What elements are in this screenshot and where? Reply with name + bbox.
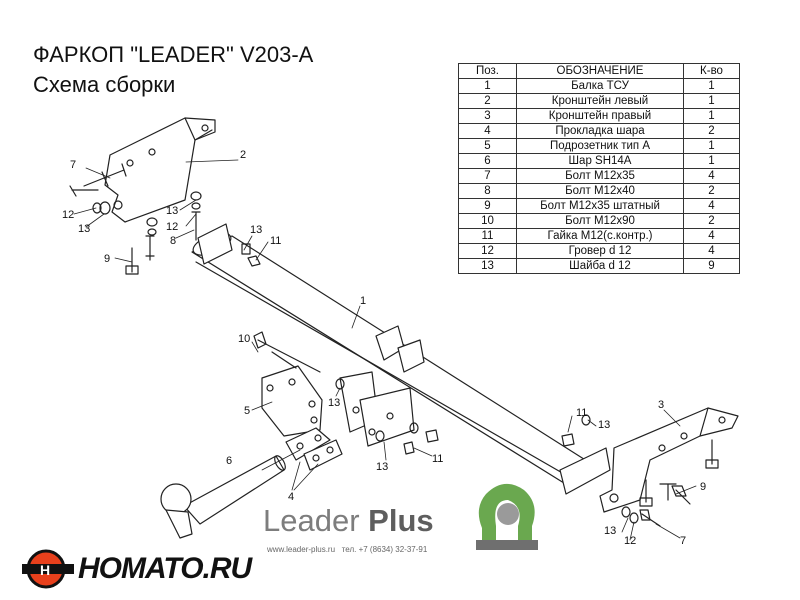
callout-13: 13	[328, 397, 340, 409]
left-bracket	[104, 117, 216, 223]
callout-11: 11	[432, 453, 443, 465]
brand-name: Leader Plus	[263, 503, 434, 539]
right-bracket	[599, 407, 739, 513]
cell-name: Болт М12х35 штатный	[516, 198, 684, 214]
homato-watermark: HOMATO.RU	[78, 552, 252, 585]
callout-2: 2	[240, 149, 246, 161]
brand-website: www.leader-plus.ru	[267, 545, 336, 554]
callout-9: 9	[104, 253, 110, 265]
diagram-title: ФАРКОП "LEADER" V203-A Схема сборки	[33, 40, 313, 100]
callout-13: 13	[166, 205, 178, 217]
brand-name-bold: Plus	[368, 503, 434, 538]
callout-12: 12	[166, 221, 178, 233]
tow-beam	[191, 223, 611, 495]
fasteners	[69, 163, 719, 527]
svg-text:H: H	[40, 562, 50, 578]
cell-name: Болт М12х90	[516, 213, 684, 229]
cell-name: Подрозетник тип А	[516, 138, 684, 154]
callout-3: 3	[658, 399, 664, 411]
header-pos: Поз.	[458, 63, 517, 79]
leader-plus-logo-mark	[476, 483, 538, 550]
brand-name-light: Leader	[263, 503, 360, 538]
cell-qty: 9	[683, 258, 740, 274]
callout-13: 13	[604, 525, 616, 537]
callout-7: 7	[70, 159, 76, 171]
title-line-1: ФАРКОП "LEADER" V203-A	[33, 42, 314, 67]
callout-1: 1	[360, 295, 366, 307]
brand-phone: тел. +7 (8634) 32-37-91	[341, 545, 428, 554]
brand-contact: www.leader-plus.ru тел. +7 (8634) 32-37-…	[267, 545, 427, 554]
center-brackets	[339, 325, 425, 447]
callout-7: 7	[680, 535, 686, 547]
cell-name: Кронштейн левый	[516, 93, 684, 109]
callout-9: 9	[700, 481, 706, 493]
homato-logo-icon: H	[22, 549, 74, 589]
callout-8: 8	[170, 235, 176, 247]
callout-6: 6	[226, 455, 232, 467]
leader-lines	[73, 159, 697, 541]
callout-13: 13	[598, 419, 610, 431]
callout-4: 4	[288, 491, 294, 503]
title-line-2: Схема сборки	[33, 72, 176, 97]
cell-pos: 13	[458, 258, 517, 274]
cell-name: Шар SH14A	[516, 153, 684, 169]
callout-13: 13	[78, 223, 90, 235]
cell-qty: 1	[683, 138, 740, 154]
callout-12: 12	[624, 535, 636, 547]
callout-labels: 7 2 12 13 13 12 8 9 13 11 1 10 5 13 6 4 …	[62, 149, 706, 547]
callout-13: 13	[250, 224, 262, 236]
tow-ball	[160, 455, 286, 539]
parts-table-header: Поз. ОБОЗНАЧЕНИЕ К-во	[458, 63, 740, 79]
callout-12: 12	[62, 209, 74, 221]
cell-name: Шайба d 12	[516, 258, 684, 274]
callout-11: 11	[576, 407, 587, 419]
callout-13: 13	[376, 461, 388, 473]
socket-plate	[261, 365, 323, 437]
callout-5: 5	[244, 405, 250, 417]
callout-10: 10	[238, 333, 250, 345]
cell-name: Прокладка шара	[516, 123, 684, 139]
callout-11: 11	[270, 235, 281, 247]
